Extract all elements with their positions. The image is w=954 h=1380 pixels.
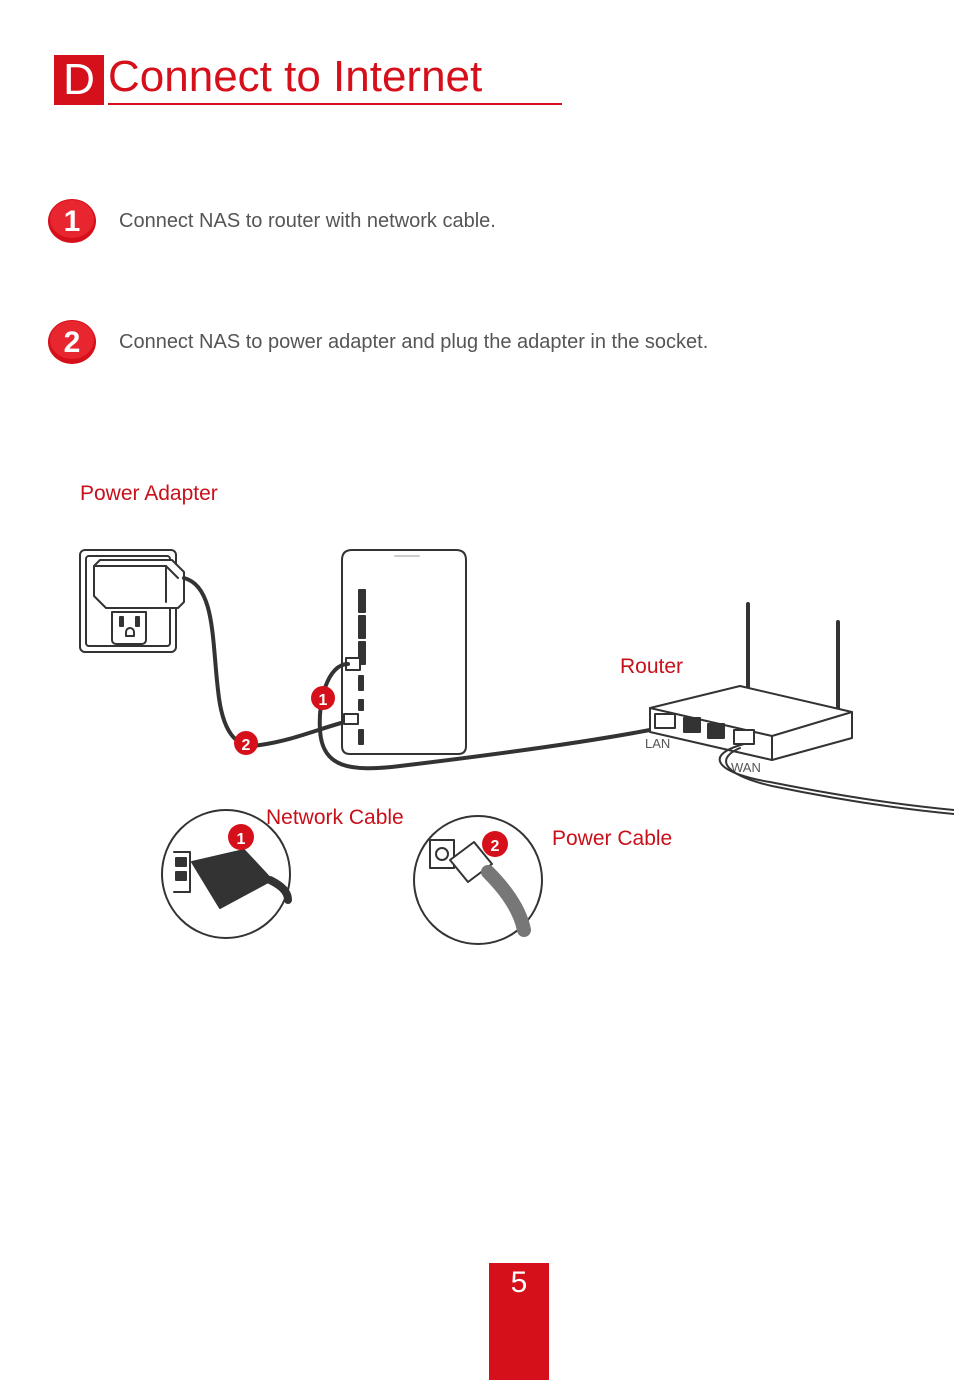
detail-marker-1-icon: 1 [228, 824, 254, 850]
svg-text:1: 1 [237, 831, 246, 848]
detail-marker-2-icon: 2 [482, 831, 508, 857]
power-adapter-icon [93, 559, 185, 609]
power-cable-line [182, 576, 354, 748]
diagram-marker-1-icon: 1 [311, 686, 335, 710]
nas-device-icon [341, 549, 467, 755]
router-icon [649, 602, 853, 761]
network-cable-label: Network Cable [266, 806, 404, 829]
step-2-text: Connect NAS to power adapter and plug th… [119, 331, 709, 353]
page-title: Connect to Internet [108, 52, 483, 101]
network-plug-detail-icon [161, 809, 292, 939]
svg-text:2: 2 [64, 326, 81, 359]
page-number: 5 [489, 1263, 549, 1380]
title-underline [108, 103, 562, 105]
power-plug-detail-icon [413, 815, 543, 945]
svg-text:1: 1 [64, 205, 81, 238]
router-label: Router [620, 655, 684, 678]
wan-cable-line [718, 743, 954, 811]
power-cable-label: Power Cable [552, 827, 673, 850]
power-adapter-label: Power Adapter [80, 482, 218, 505]
svg-text:2: 2 [242, 737, 251, 754]
step-2-number-icon: 2 [48, 320, 96, 364]
svg-text:2: 2 [491, 838, 500, 855]
svg-text:1: 1 [319, 692, 328, 709]
step-1-number-icon: 1 [48, 199, 96, 243]
section-title: D Connect to Internet [54, 52, 562, 105]
step-1-text: Connect NAS to router with network cable… [119, 210, 496, 232]
diagram-marker-2-icon: 2 [234, 731, 258, 755]
lan-port-label: LAN [645, 736, 671, 751]
wan-port-label: WAN [731, 760, 761, 775]
connection-diagram: 1 2 1 2 [79, 549, 954, 945]
section-letter-badge: D [54, 55, 104, 105]
